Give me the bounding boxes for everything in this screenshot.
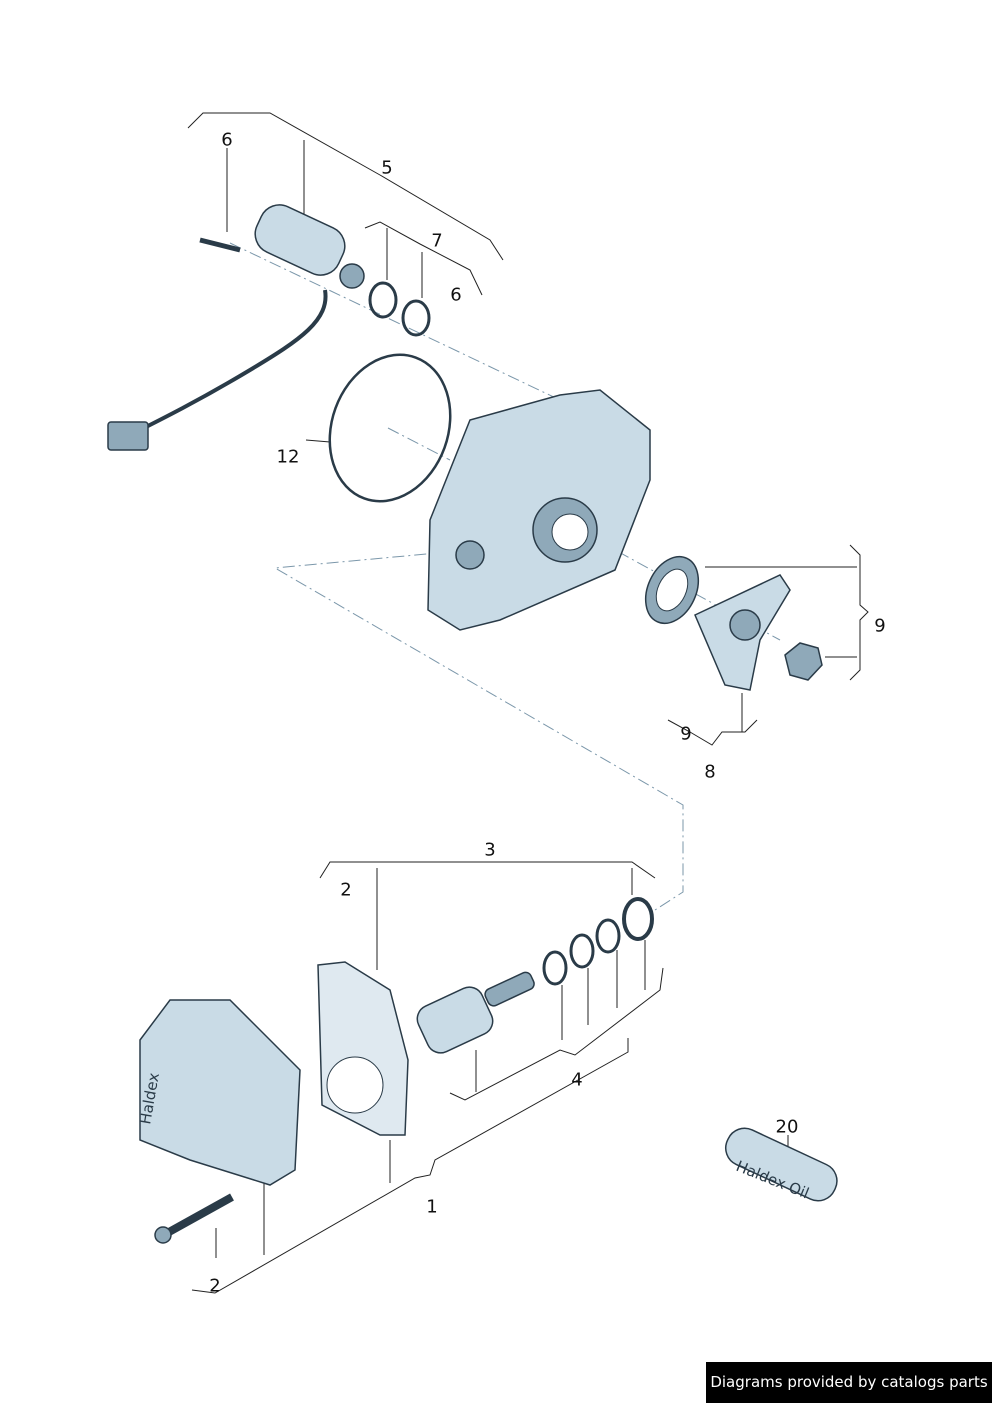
callout-6b: 6 xyxy=(450,284,462,306)
callout-6: 6 xyxy=(221,129,233,151)
sensor-with-harness xyxy=(107,204,365,451)
control-unit: Haldex xyxy=(136,999,301,1244)
callout-5: 5 xyxy=(381,157,393,179)
callout-3: 3 xyxy=(484,839,496,861)
callout-8: 8 xyxy=(704,761,716,783)
callout-1: 1 xyxy=(426,1196,438,1218)
callout-9: 9 xyxy=(874,615,886,637)
callout-4: 4 xyxy=(571,1069,583,1091)
solenoid-valve xyxy=(416,897,654,1054)
attribution-footer: Diagrams provided by catalogs parts xyxy=(706,1362,992,1403)
callout-9b: 9 xyxy=(680,723,692,745)
callout-2: 2 xyxy=(340,879,352,901)
callout-12: 12 xyxy=(276,446,300,468)
pump-housing xyxy=(427,389,651,631)
leader-lines xyxy=(187,112,869,1294)
o-rings xyxy=(328,281,452,503)
callout-7: 7 xyxy=(431,230,443,252)
callout-2b: 2 xyxy=(209,1275,221,1297)
seal-flange-nut xyxy=(644,555,823,691)
gasket xyxy=(317,961,409,1136)
callout-20: 20 xyxy=(775,1116,799,1138)
